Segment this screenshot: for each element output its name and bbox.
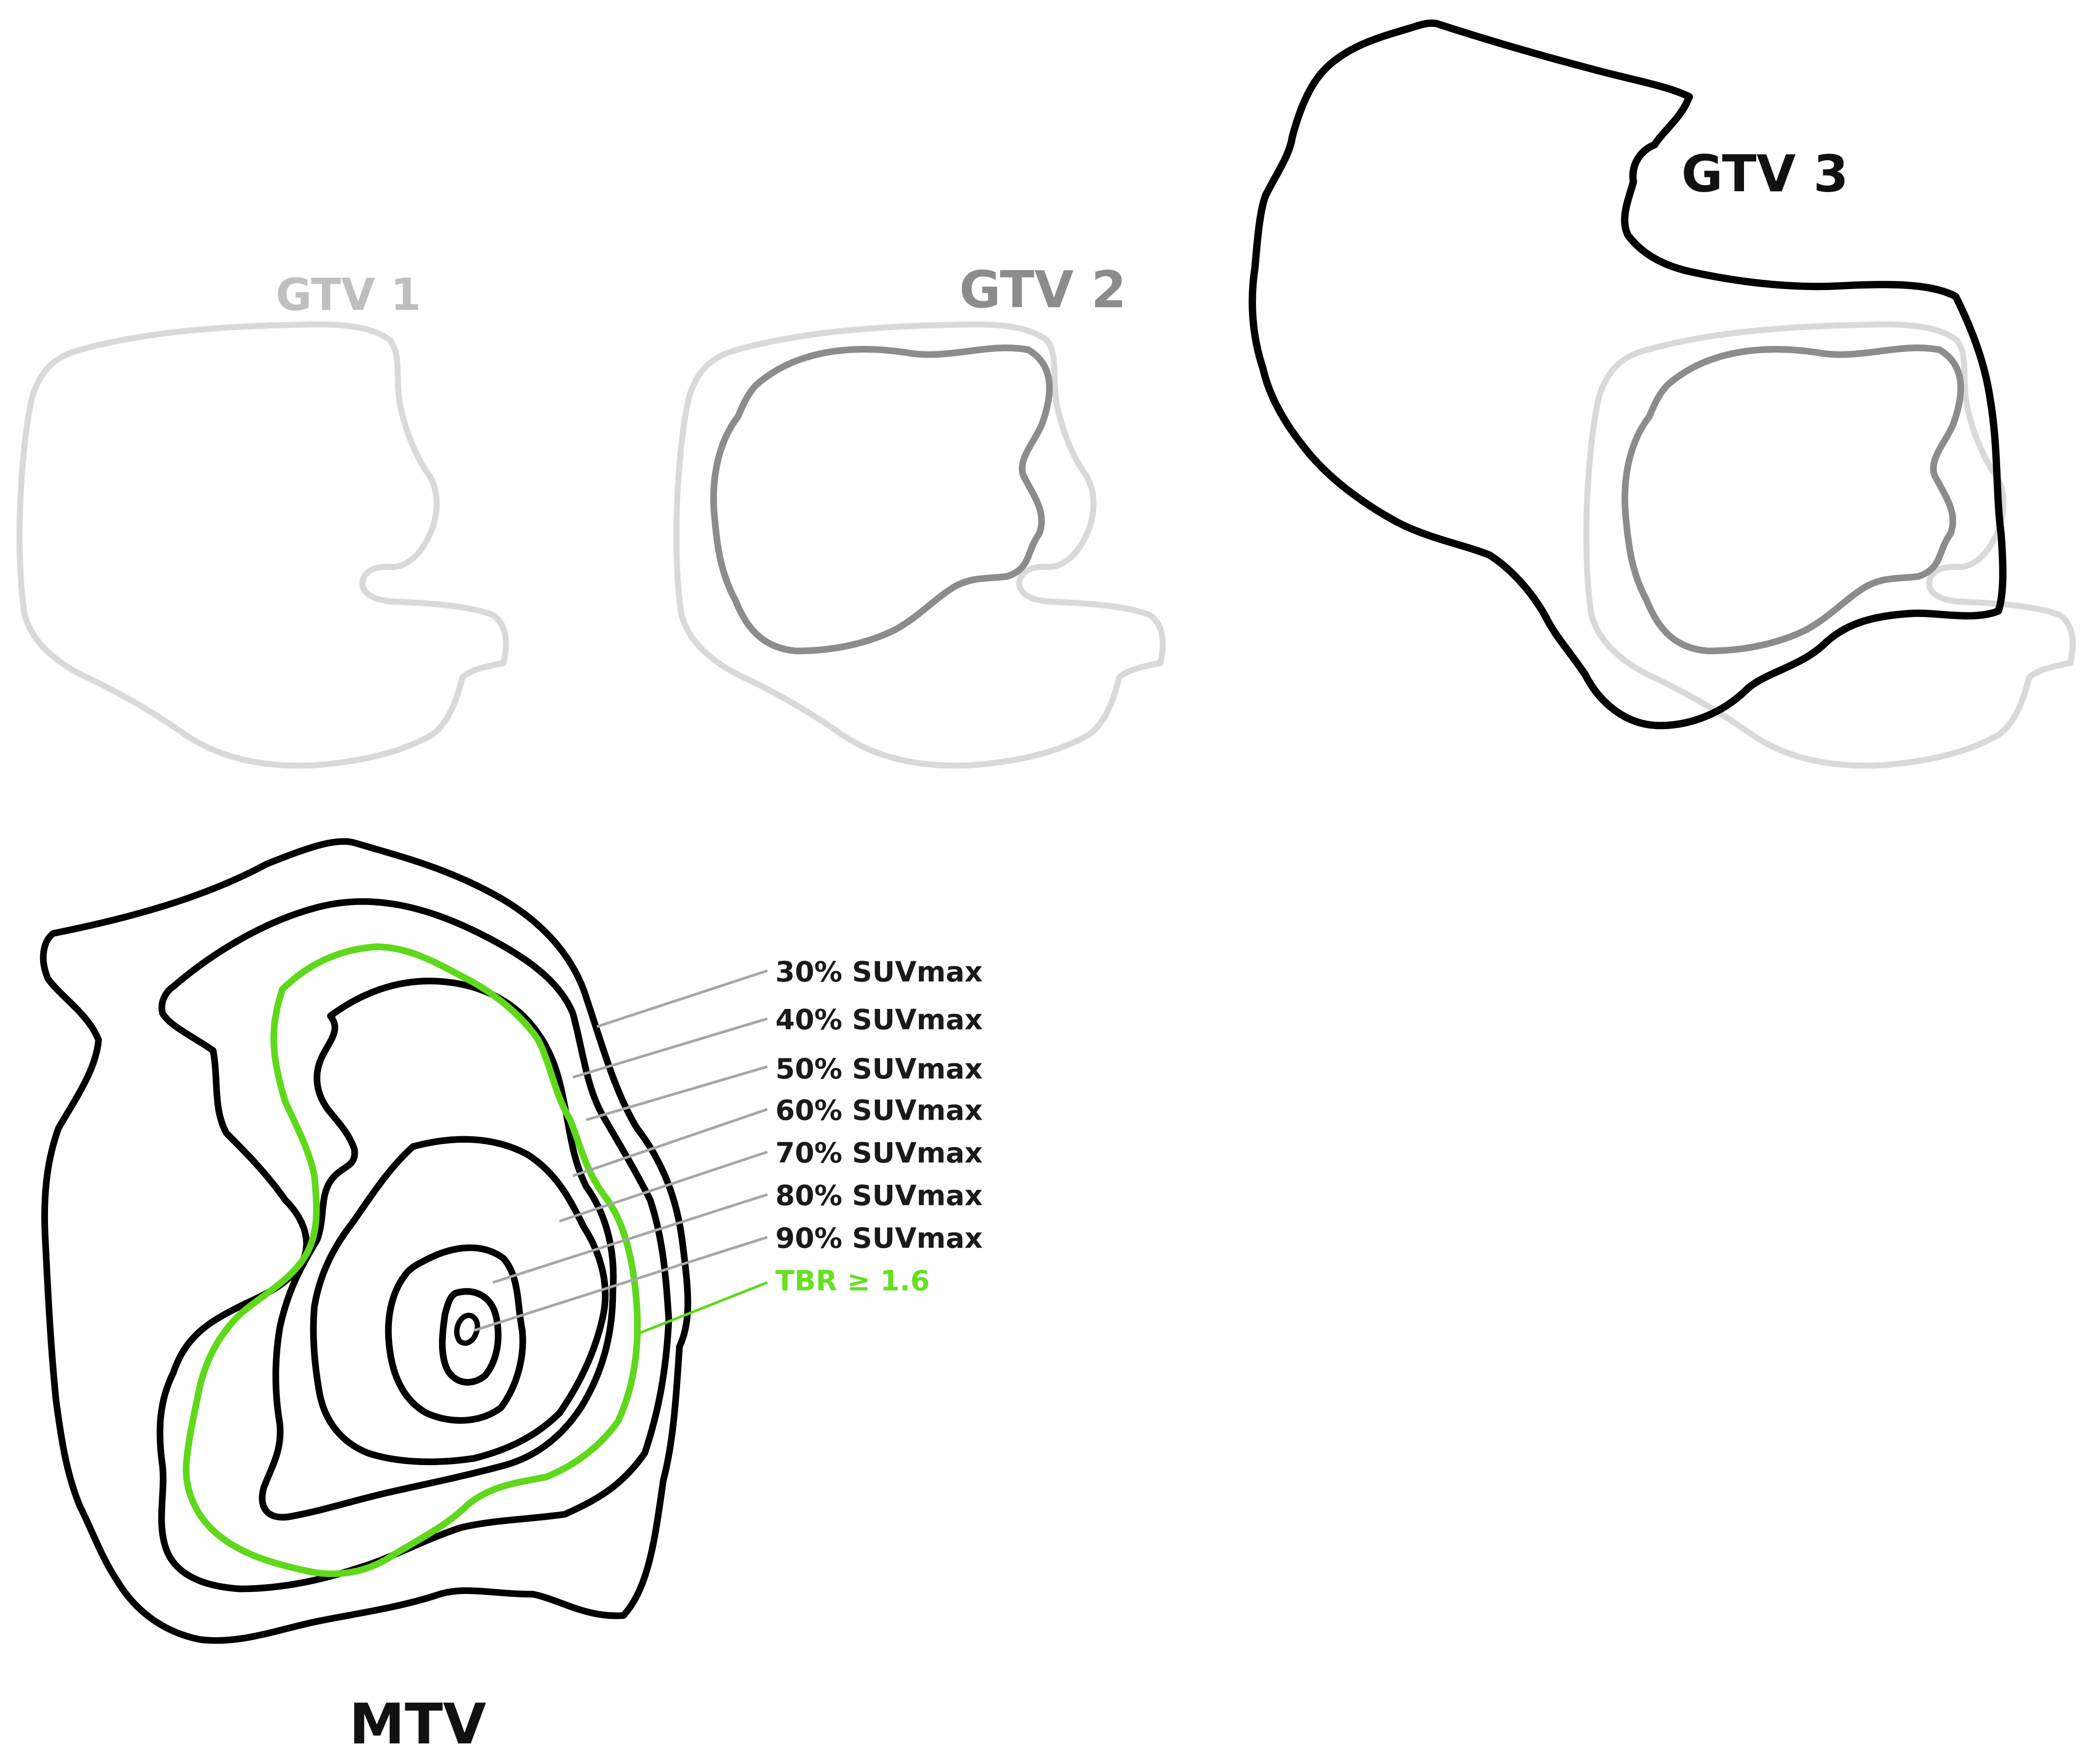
- legend-label-30: 30% SUVmax: [775, 956, 982, 988]
- mtv-contour-70: [385, 1244, 526, 1424]
- gtv3-panel: GTV 3: [1249, 19, 2073, 765]
- gtv3-contour: [1249, 19, 2007, 730]
- mtv-contour-90: [454, 1313, 480, 1346]
- leader-line-tbr: [639, 1281, 768, 1335]
- leader-line-60: [572, 1108, 768, 1177]
- mtv-contour-50: [259, 978, 617, 1521]
- mtv-label: MTV: [349, 1691, 486, 1757]
- gtv2-label: GTV 2: [959, 261, 1127, 319]
- leader-line-80: [492, 1193, 768, 1284]
- legend-label-40: 40% SUVmax: [775, 1004, 982, 1036]
- legend-label-60: 60% SUVmax: [775, 1095, 982, 1127]
- gtv2-contour: [713, 348, 1049, 651]
- gtv1-contour: [20, 324, 506, 766]
- leader-line-70: [559, 1151, 768, 1223]
- mtv-contour-30: [40, 838, 691, 1644]
- tbr-contour: [183, 943, 641, 1577]
- gtv2-contour-overlay-3: [1625, 348, 1961, 651]
- legend-label-80: 80% SUVmax: [775, 1180, 982, 1212]
- leader-line-40: [572, 1017, 768, 1079]
- leader-lines: [474, 969, 768, 1335]
- legend-label-50: 50% SUVmax: [775, 1053, 982, 1085]
- gtv3-label: GTV 3: [1681, 145, 1848, 203]
- mtv-contour-80: [439, 1288, 502, 1386]
- gtv2-panel: GTV 2: [676, 261, 1163, 766]
- legend-label-70: 70% SUVmax: [775, 1137, 982, 1170]
- gtv1-panel: GTV 1: [20, 270, 506, 765]
- mtv-panel: 30% SUVmax 40% SUVmax 50% SUVmax 60% SUV…: [40, 838, 982, 1757]
- leader-line-50: [586, 1065, 768, 1122]
- legend: 30% SUVmax 40% SUVmax 50% SUVmax 60% SUV…: [775, 956, 982, 1298]
- leader-line-90: [474, 1236, 768, 1332]
- leader-line-30: [596, 969, 768, 1028]
- legend-label-tbr: TBR ≥ 1.6: [775, 1265, 930, 1298]
- legend-label-90: 90% SUVmax: [775, 1223, 982, 1255]
- gtv1-label: GTV 1: [276, 270, 421, 320]
- mtv-contour-60: [310, 1136, 609, 1466]
